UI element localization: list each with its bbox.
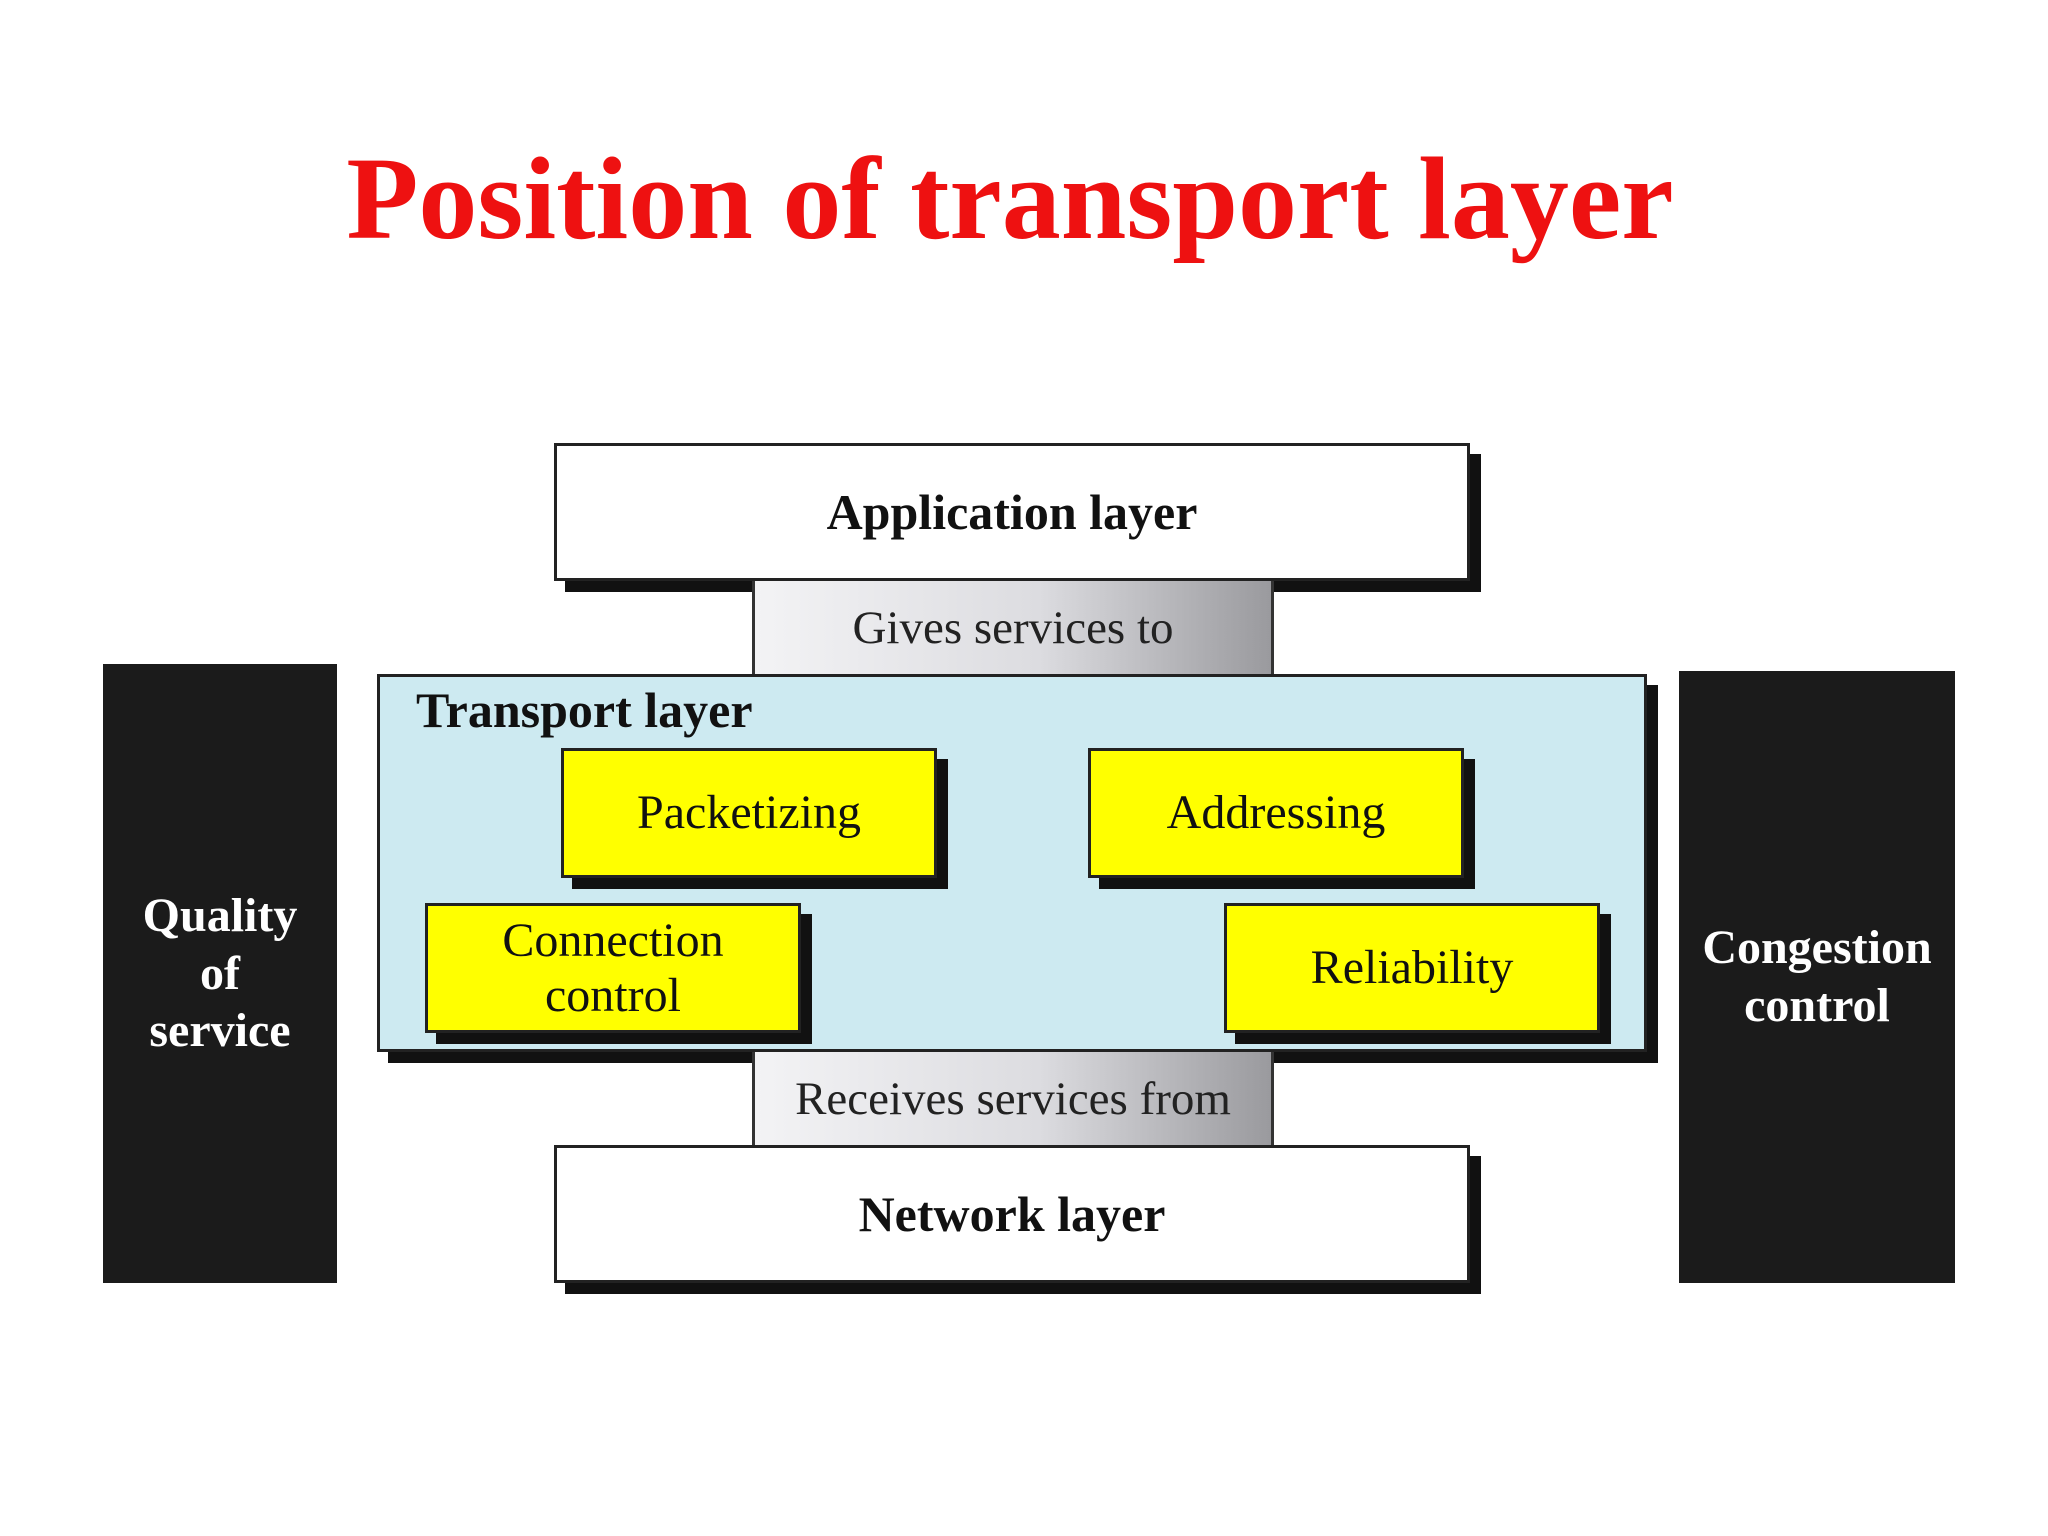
- quality-of-service-label: Quality of service: [142, 889, 298, 1058]
- addressing-box: Addressing: [1088, 748, 1464, 878]
- reliability-box: Reliability: [1224, 903, 1600, 1033]
- congestion-control-panel: Congestion control: [1679, 671, 1955, 1283]
- page-title: Position of transport layer: [346, 133, 1674, 264]
- quality-of-service-panel: Quality of service: [103, 664, 337, 1283]
- packetizing-label: Packetizing: [637, 786, 861, 840]
- gives-services-label: Gives services to: [852, 601, 1174, 654]
- reliability-label: Reliability: [1310, 941, 1514, 995]
- application-layer-box: Application layer: [554, 443, 1470, 581]
- connection-control-label: Connection control: [502, 913, 724, 1022]
- receives-services-connector: Receives services from: [752, 1052, 1274, 1145]
- receives-services-label: Receives services from: [795, 1072, 1231, 1125]
- gives-services-connector: Gives services to: [752, 581, 1274, 674]
- addressing-label: Addressing: [1166, 786, 1386, 840]
- network-layer-box: Network layer: [554, 1145, 1470, 1283]
- congestion-control-label: Congestion control: [1702, 921, 1932, 1032]
- connection-control-box: Connection control: [425, 903, 801, 1033]
- transport-layer-box: Transport layer Packetizing Addressing C…: [377, 674, 1647, 1052]
- application-layer-label: Application layer: [826, 484, 1198, 540]
- network-layer-label: Network layer: [858, 1186, 1166, 1242]
- packetizing-box: Packetizing: [561, 748, 937, 878]
- transport-layer-label: Transport layer: [416, 682, 753, 738]
